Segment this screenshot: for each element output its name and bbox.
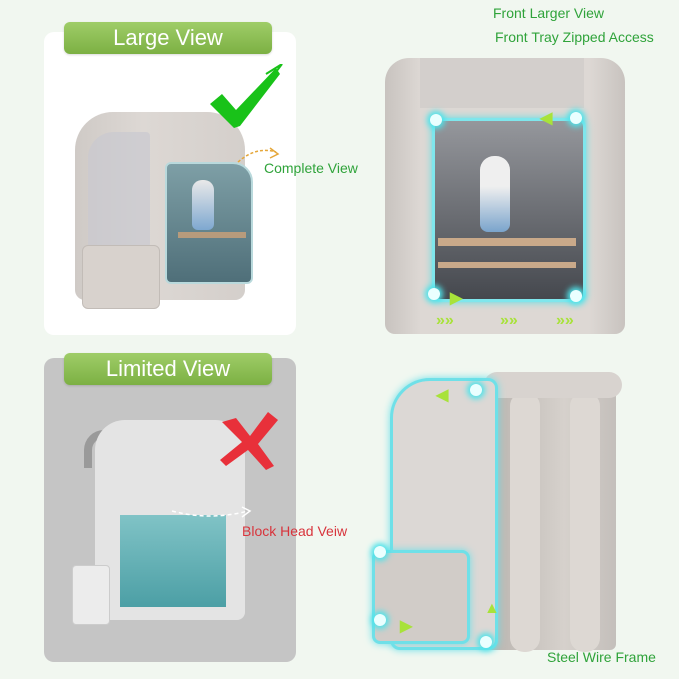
corner-glow-dot [570, 290, 582, 302]
arrow-left-icon: ◀ [436, 387, 449, 404]
limited-view-title: Limited View [64, 353, 272, 385]
arrow-right-icon: ▶ [450, 290, 463, 307]
chevrons-right-icon: »» [556, 312, 574, 329]
dashed-arrow-icon [236, 142, 282, 164]
corner-glow-dot [374, 546, 386, 558]
shoulder-strap [570, 392, 600, 652]
arrow-up-icon: ▲ [484, 600, 500, 617]
perch [438, 238, 576, 246]
steel-wire-frame-label: Steel Wire Frame [547, 649, 656, 665]
corner-glow-dot [470, 384, 482, 396]
front-window [165, 162, 253, 284]
front-tray-zipped-access-label: Front Tray Zipped Access [495, 29, 654, 45]
side-pocket [82, 245, 160, 309]
arrow-left-icon: ◀ [540, 110, 553, 127]
front-larger-view-label: Front Larger View [493, 5, 605, 21]
side-mesh-panel [88, 132, 150, 248]
top-mesh-panel [420, 58, 584, 108]
complete-view-label: Complete View [264, 160, 358, 176]
front-window [120, 515, 226, 607]
large-view-title: Large View [64, 22, 272, 54]
perch [438, 262, 576, 268]
x-mark-icon [216, 408, 280, 472]
side-pocket-glowing [372, 550, 470, 644]
dashed-arrow-icon [170, 503, 254, 523]
corner-glow-dot [428, 288, 440, 300]
corner-glow-dot [374, 614, 386, 626]
corner-glow-dot [570, 112, 582, 124]
parrot-image [480, 156, 510, 232]
shoulder-strap [510, 392, 540, 652]
parrot-image [192, 180, 214, 230]
arrow-right-icon: ▶ [400, 618, 413, 635]
check-mark-icon [206, 64, 286, 134]
side-pocket [72, 565, 110, 625]
chevrons-right-icon: »» [500, 312, 518, 329]
perch [178, 232, 246, 238]
block-head-view-label: Block Head Veiw [242, 523, 348, 539]
top-roll-handle [484, 372, 622, 398]
corner-glow-dot [430, 114, 442, 126]
chevrons-right-icon: »» [436, 312, 454, 329]
corner-glow-dot [480, 636, 492, 648]
